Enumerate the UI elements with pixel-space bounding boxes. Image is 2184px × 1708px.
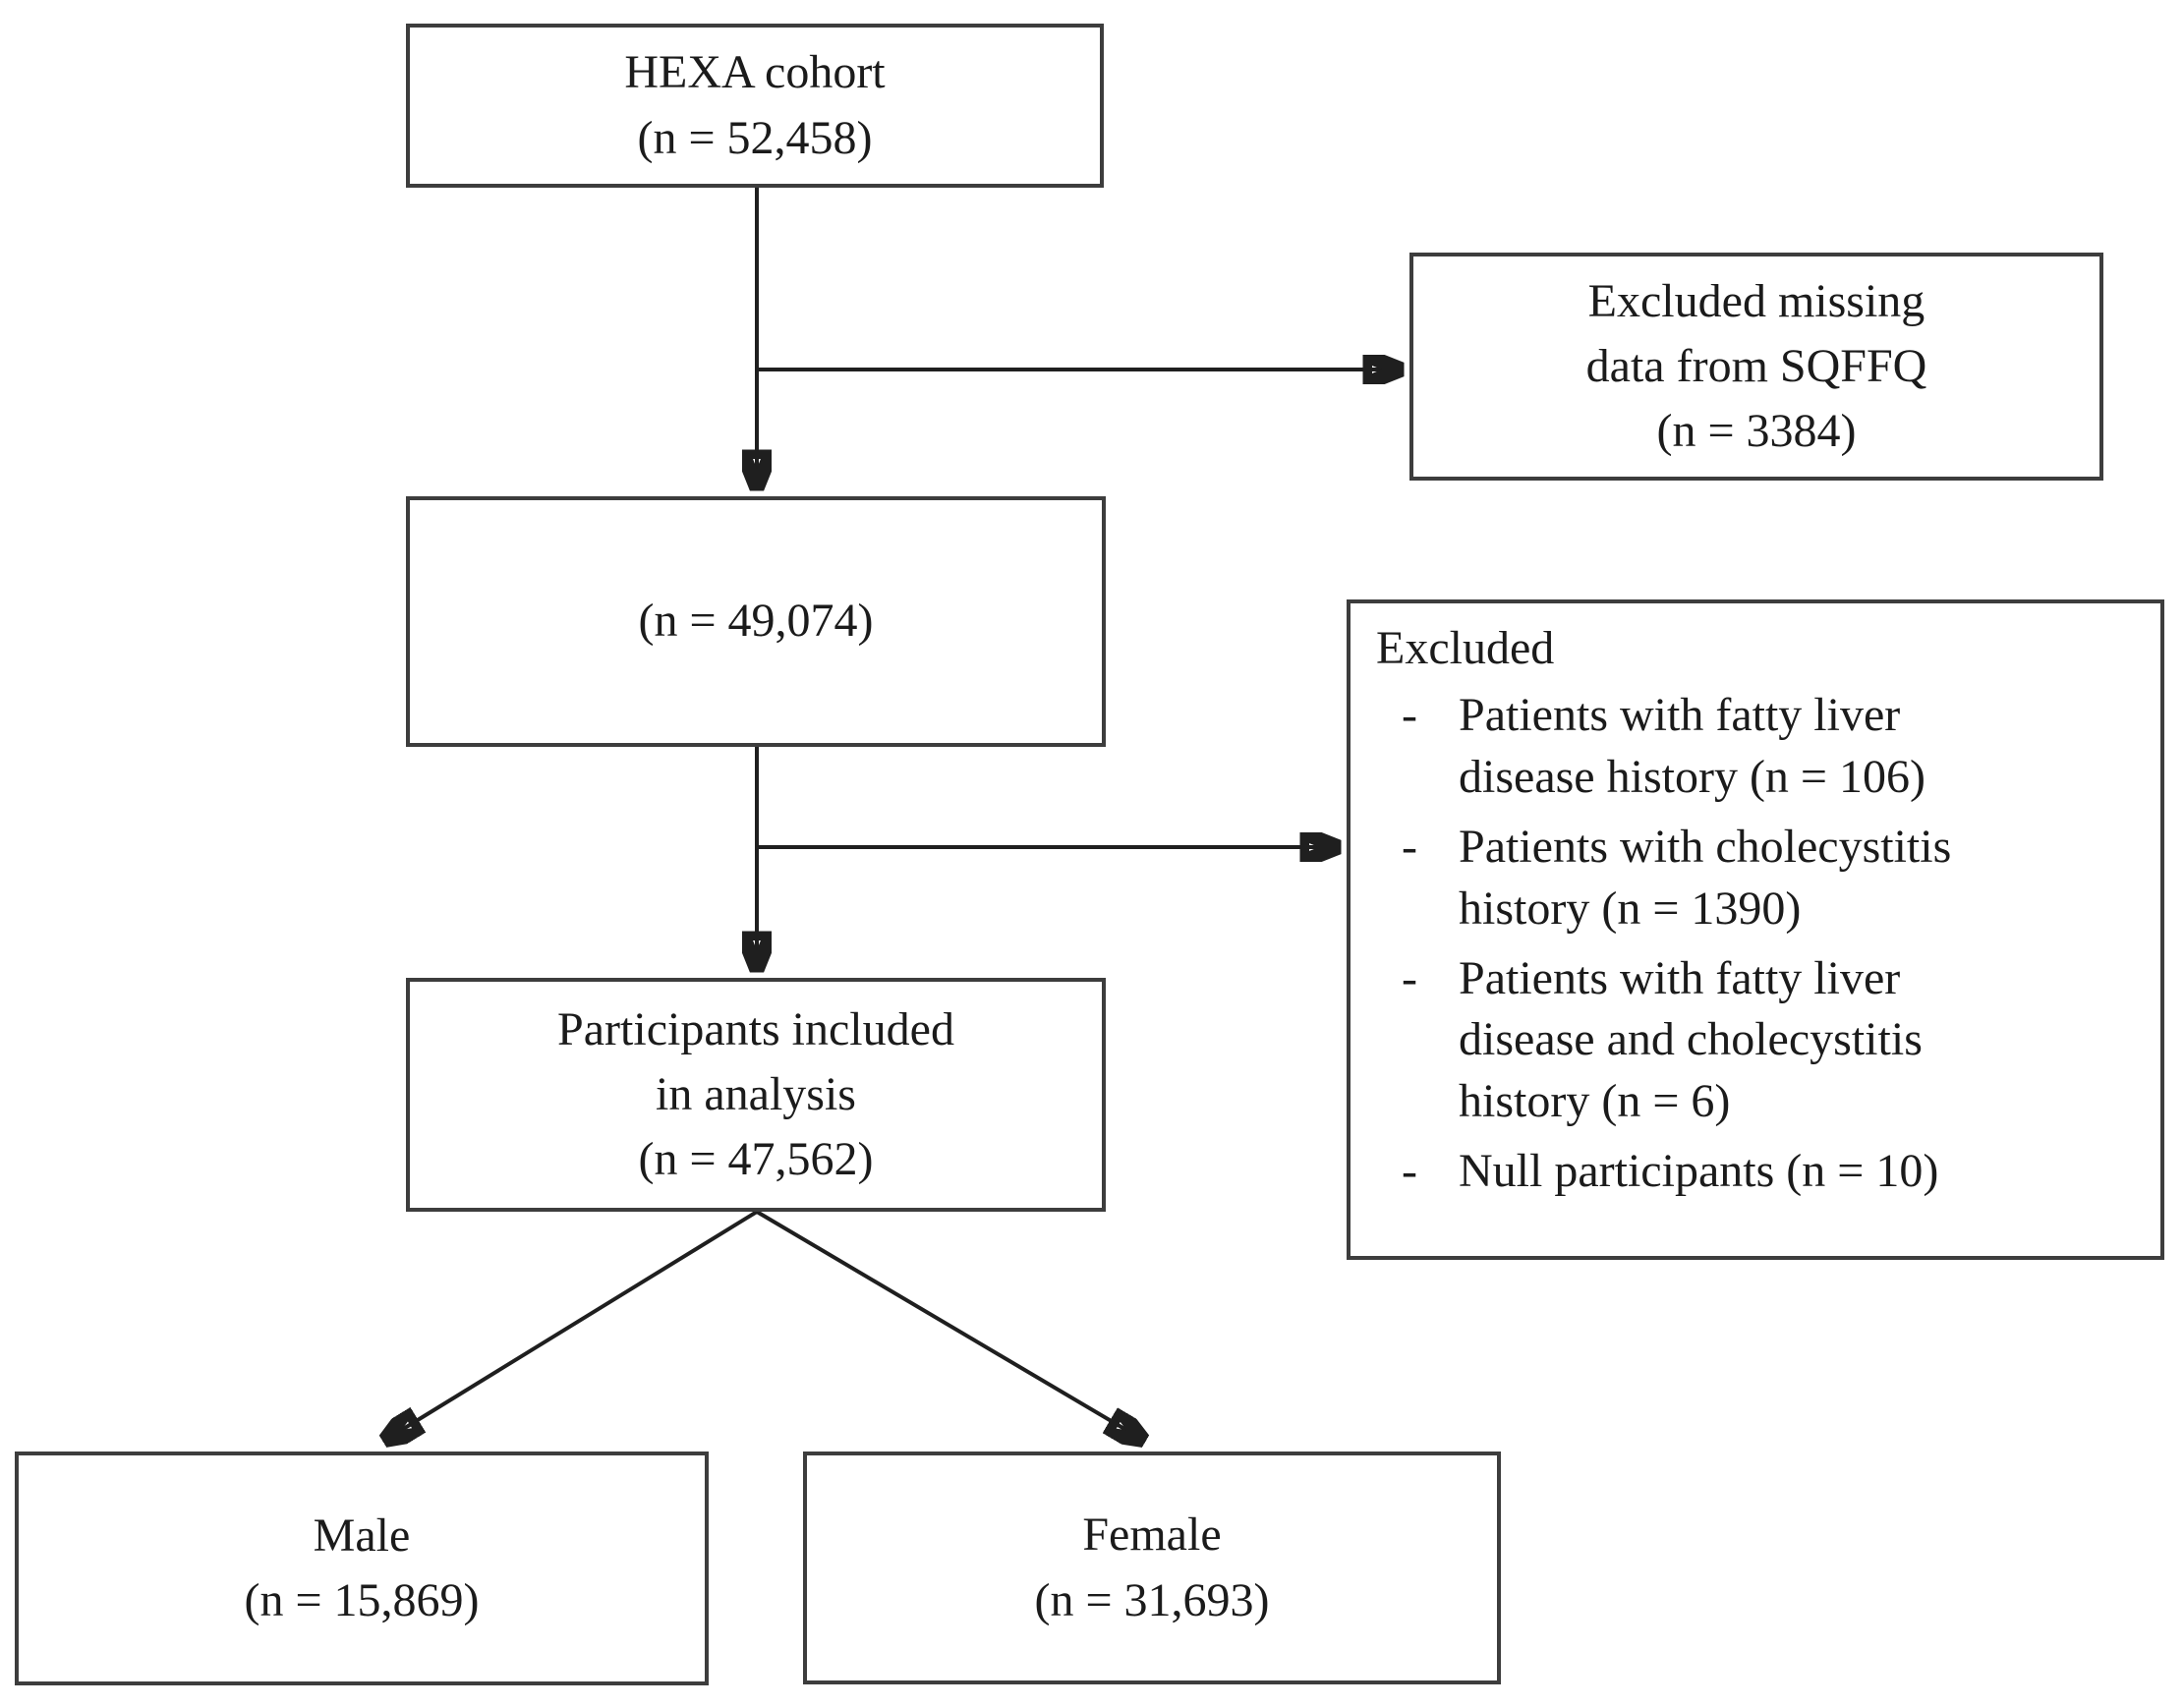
excluded-reason-text: Patients with fatty liver disease histor… <box>1459 689 1925 803</box>
excluded-reason-item: - Patients with fatty liver disease hist… <box>1376 685 2125 808</box>
excluded-reason-text: Patients with fatty liver disease and ch… <box>1459 951 1923 1127</box>
bullet-dash: - <box>1402 689 1417 742</box>
bullet-dash: - <box>1402 821 1417 874</box>
excluded-reason-item: - Patients with cholecystitis history (n… <box>1376 817 2125 939</box>
node-excluded-sqffq: Excluded missing data from SQFFQ (n = 33… <box>1409 253 2103 481</box>
node-male: Male (n = 15,869) <box>15 1452 709 1685</box>
excluded-reason-item: - Null participants (n = 10) <box>1376 1141 2125 1202</box>
node-excluded-sqffq-label: Excluded missing data from SQFFQ (n = 33… <box>1585 274 1927 458</box>
node-n49074: (n = 49,074) <box>406 496 1106 747</box>
bullet-dash: - <box>1402 1145 1417 1198</box>
excluded-reason-text: Null participants (n = 10) <box>1459 1145 1939 1198</box>
node-female-label: Female (n = 31,693) <box>1034 1509 1270 1626</box>
arrow-included-to-female <box>755 1210 1141 1439</box>
excluded-reason-text: Patients with cholecystitis history (n =… <box>1459 821 1952 935</box>
node-female: Female (n = 31,693) <box>803 1452 1501 1684</box>
node-male-label: Male (n = 15,869) <box>244 1509 480 1626</box>
node-participants-included: Participants included in analysis (n = 4… <box>406 978 1106 1212</box>
excluded-reason-item: - Patients with fatty liver disease and … <box>1376 948 2125 1132</box>
excluded-panel: Excluded - Patients with fatty liver dis… <box>1347 599 2164 1260</box>
excluded-panel-title: Excluded <box>1376 622 1555 674</box>
bullet-dash: - <box>1402 951 1417 1004</box>
excluded-panel-content: Excluded - Patients with fatty liver dis… <box>1376 617 2125 1211</box>
excluded-reasons-list: - Patients with fatty liver disease hist… <box>1376 685 2125 1202</box>
node-hexa-cohort-label: HEXA cohort (n = 52,458) <box>624 46 886 164</box>
node-n49074-label: (n = 49,074) <box>638 595 874 648</box>
arrow-included-to-male <box>387 1210 759 1439</box>
node-hexa-cohort: HEXA cohort (n = 52,458) <box>406 24 1104 188</box>
node-participants-included-label: Participants included in analysis (n = 4… <box>557 1002 954 1186</box>
